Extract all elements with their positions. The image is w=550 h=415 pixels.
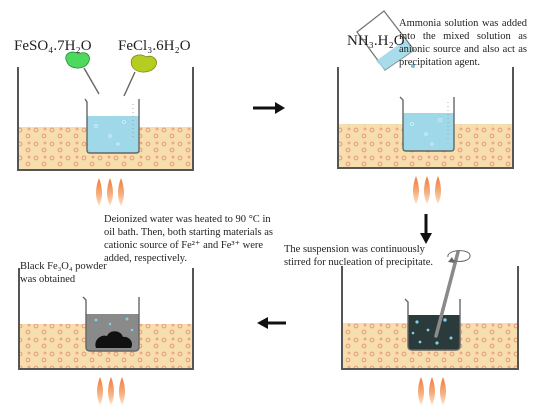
burner-flames-2 — [413, 176, 441, 204]
beaker-3 — [404, 298, 461, 351]
panel-4-oil-bath — [18, 268, 194, 405]
beaker-4 — [82, 296, 140, 352]
arrow-step3-to-step4 — [257, 317, 286, 329]
panel-1-oil-bath — [17, 51, 194, 206]
beaker-2 — [399, 96, 455, 152]
fe3-salt-on-spatula — [123, 54, 157, 97]
fe2-salt-on-spatula — [65, 51, 100, 95]
water-liquid — [87, 116, 139, 153]
step1-caption: Deionized water was heated to 90 °C in o… — [104, 214, 273, 264]
burner-flames-3 — [418, 377, 446, 405]
panel-2-oil-bath — [337, 10, 514, 204]
oil-bath-vessel — [17, 67, 194, 171]
burner-flames-1 — [96, 178, 124, 206]
fe2-reagent-label: FeSO₄.7H₂O — [14, 38, 92, 54]
step3-caption: The suspension was continuously stirred … — [284, 244, 433, 268]
step2-caption: Ammonia solution was added into the mixe… — [399, 18, 527, 68]
burner-flames-4 — [97, 377, 125, 405]
panel-3-oil-bath — [341, 250, 519, 405]
fe3o4-powder — [95, 331, 133, 348]
stirring-rod — [434, 250, 471, 338]
ammonia-reagent-label: NH₃.H₂O — [347, 33, 405, 49]
arrow-step2-to-step3 — [420, 214, 432, 244]
step4-caption: Black Fe₃O₄ powder was obtained — [20, 261, 107, 285]
ammonia-pouring-beaker — [356, 10, 415, 71]
arrow-step1-to-step2 — [253, 102, 285, 114]
fe3-reagent-label: FeCl₃.6H₂O — [118, 38, 191, 54]
beaker-1 — [84, 98, 140, 154]
